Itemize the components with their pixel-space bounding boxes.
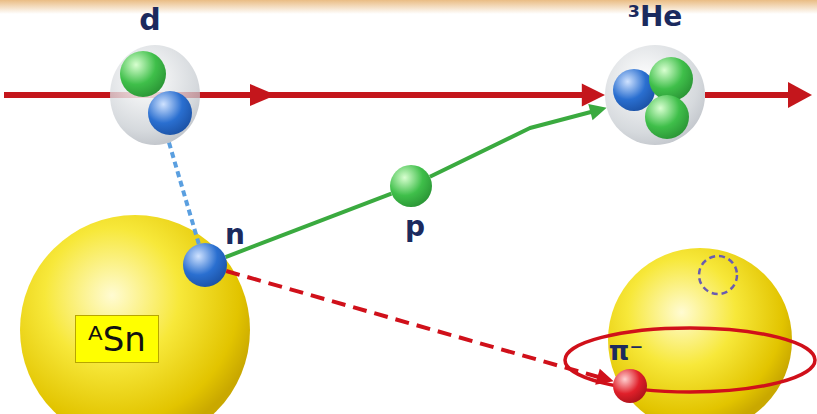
neutron: n — [183, 243, 227, 287]
connector-line — [169, 143, 199, 244]
particle-label: ³He — [628, 3, 683, 31]
proton-ball — [120, 51, 166, 97]
top-band — [0, 0, 817, 14]
proton-ball — [390, 165, 432, 207]
arrowhead — [582, 83, 605, 106]
beam-arrowhead — [788, 82, 812, 108]
particle-label: π⁻ — [609, 338, 643, 364]
particle-label: n — [225, 221, 245, 249]
neutron-ball — [183, 243, 227, 287]
connector-line — [430, 111, 594, 177]
connector — [226, 194, 392, 258]
nucleus-name: ᴬSn — [88, 319, 146, 359]
deuteron: d — [110, 45, 200, 145]
particle-label: d — [139, 5, 160, 35]
neutron-ball — [148, 91, 192, 135]
proton-ball — [645, 95, 689, 139]
connector-line — [226, 271, 601, 378]
proton: p — [390, 165, 432, 207]
beam-line — [705, 92, 792, 98]
connector — [226, 271, 613, 385]
pion-ball — [613, 369, 647, 403]
arrowhead — [588, 104, 606, 120]
particle-label: p — [405, 213, 425, 241]
pion: π⁻ — [613, 369, 647, 403]
connector-line — [226, 194, 392, 258]
connector — [430, 104, 607, 177]
connector — [169, 143, 199, 244]
connector-line — [200, 92, 586, 98]
connector — [200, 83, 605, 106]
arrowhead — [595, 369, 613, 385]
neutron-hole — [699, 256, 737, 294]
helium3: ³He — [605, 45, 705, 145]
nucleus-label: ᴬSn — [75, 315, 159, 363]
pion-orbit — [565, 328, 815, 392]
target-nucleus — [20, 215, 250, 414]
